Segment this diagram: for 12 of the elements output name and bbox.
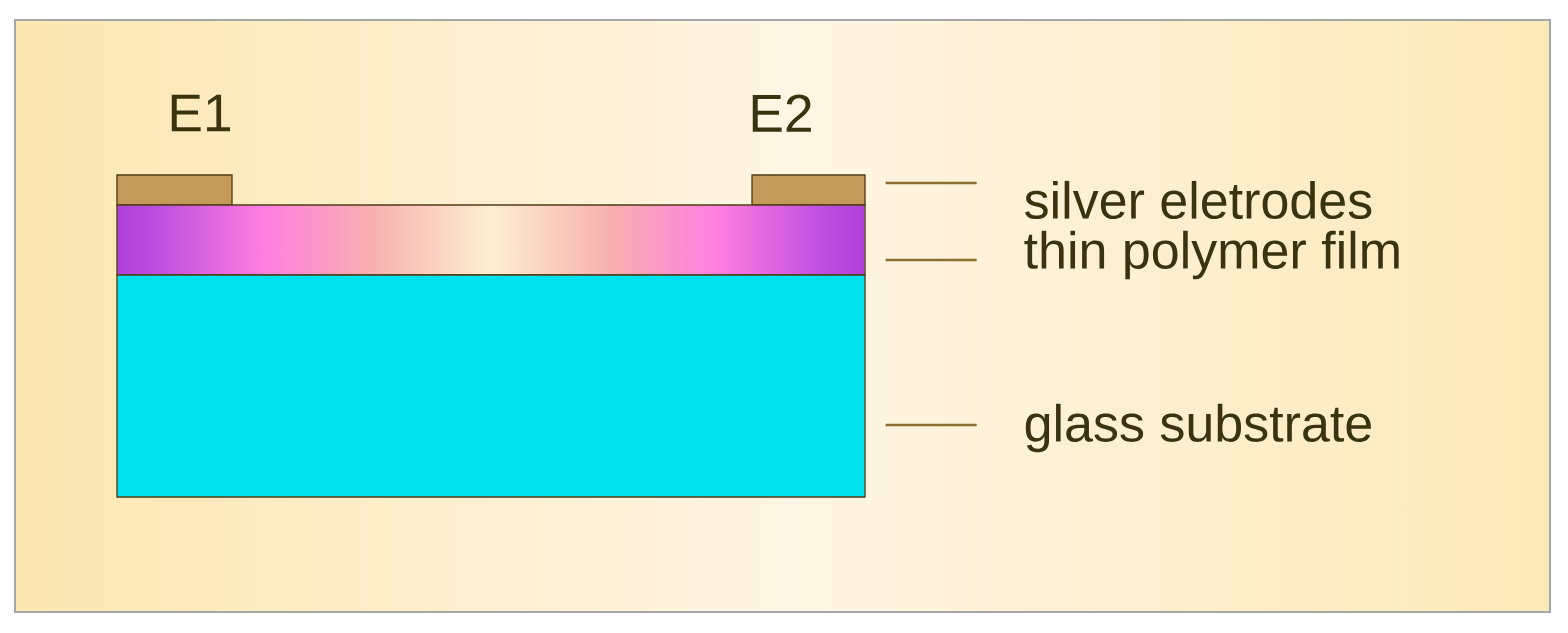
glass-substrate-layer xyxy=(116,274,866,498)
polymer-film-layer xyxy=(116,204,866,276)
layer-label: silver eletrodes xyxy=(1025,180,1372,220)
electrode-label: E2 xyxy=(752,94,811,132)
layer-label: glass substrate xyxy=(1025,403,1371,453)
layer-label: thin polymer film xyxy=(1024,230,1399,280)
leader-line xyxy=(885,181,977,185)
electrode-layer xyxy=(116,174,233,206)
leader-line xyxy=(885,258,977,262)
electrode-label: E1 xyxy=(171,94,230,132)
leader-line xyxy=(885,423,977,427)
electrode-layer xyxy=(751,174,866,206)
